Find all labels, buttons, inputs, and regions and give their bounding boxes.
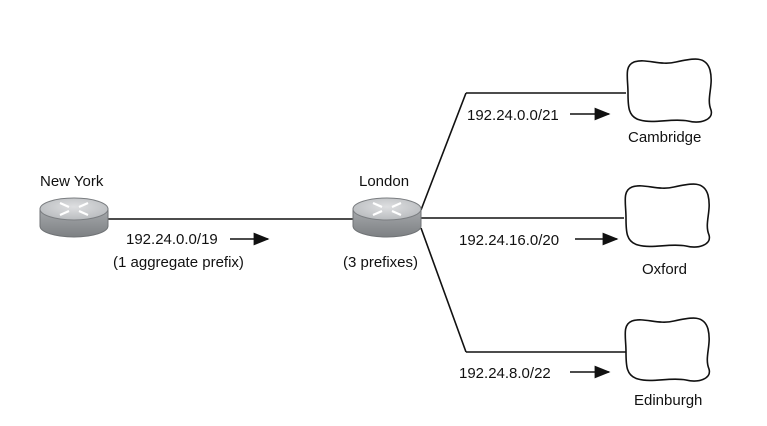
london-router [352, 197, 422, 238]
network-cloud-icon [624, 183, 711, 248]
network-cloud-icon [626, 58, 713, 123]
link-london-edinburgh [420, 227, 467, 353]
oxford-network [624, 183, 711, 248]
edinburgh-label: Edinburgh [634, 392, 702, 409]
oxford-label: Oxford [642, 261, 687, 278]
cambridge-label: Cambridge [628, 129, 701, 146]
router-icon [39, 197, 109, 238]
cambridge-network [626, 58, 713, 123]
network-cloud-icon [624, 317, 711, 382]
new-york-router [39, 197, 109, 238]
london-label: London [359, 173, 409, 190]
london-oxford-prefix: 192.24.16.0/20 [459, 232, 559, 249]
edinburgh-network [624, 317, 711, 382]
new-york-london-prefix: 192.24.0.0/19 [126, 231, 218, 248]
new-york-label: New York [40, 173, 104, 190]
london-edinburgh-prefix: 192.24.8.0/22 [459, 365, 551, 382]
london-cambridge-prefix: 192.24.0.0/21 [467, 107, 559, 124]
new-york-london-note: (1 aggregate prefix) [113, 254, 244, 271]
london-prefix-count: (3 prefixes) [343, 254, 418, 271]
link-london-cambridge [420, 92, 467, 211]
router-icon [352, 197, 422, 238]
